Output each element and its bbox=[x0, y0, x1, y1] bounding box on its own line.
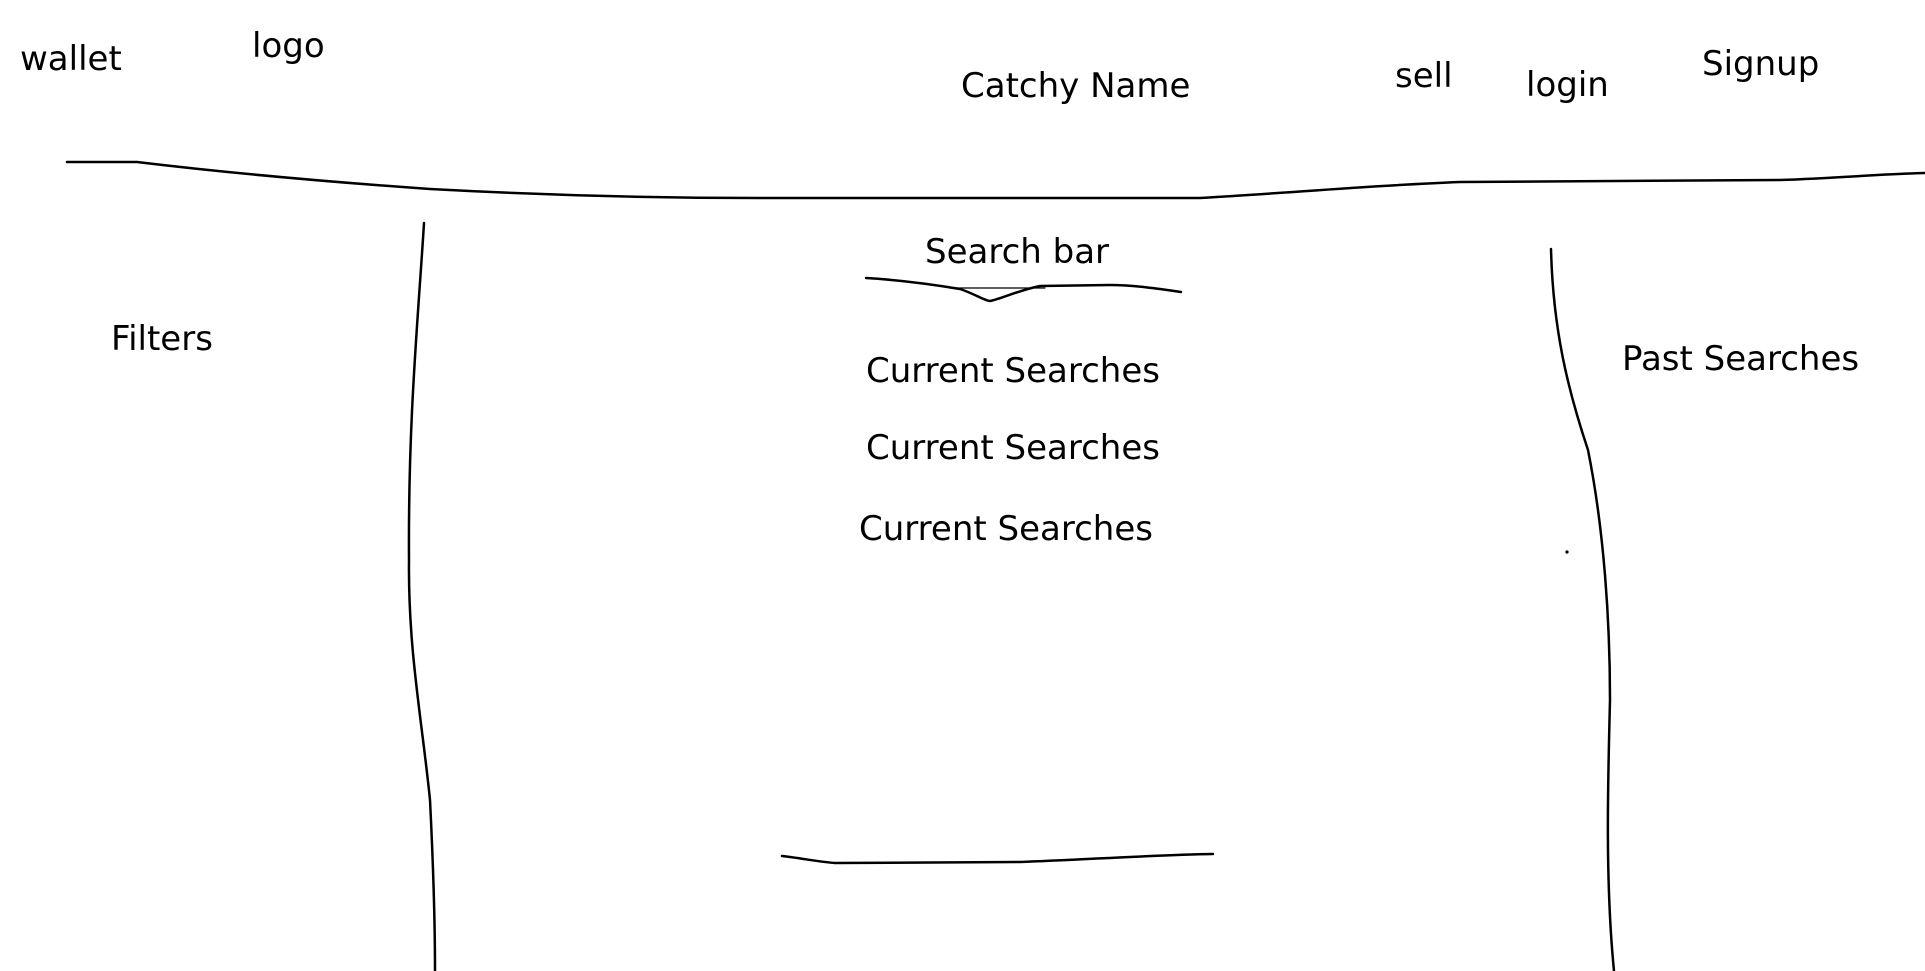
sell-link[interactable]: sell bbox=[1395, 56, 1453, 96]
current-search-item[interactable]: Current Searches bbox=[859, 509, 1153, 549]
search-bar[interactable]: Search bar bbox=[925, 232, 1110, 272]
signup-link[interactable]: Signup bbox=[1702, 44, 1820, 84]
current-search-item[interactable]: Current Searches bbox=[866, 351, 1160, 391]
past-searches-label[interactable]: Past Searches bbox=[1622, 339, 1860, 379]
site-title: Catchy Name bbox=[961, 66, 1191, 106]
stray-dot bbox=[1565, 550, 1569, 554]
left-sidebar-divider bbox=[407, 221, 437, 971]
search-bar-underline bbox=[864, 276, 1183, 303]
wallet-link[interactable]: wallet bbox=[20, 39, 122, 79]
login-link[interactable]: login bbox=[1526, 65, 1609, 105]
results-bottom-line bbox=[780, 852, 1215, 865]
header-divider bbox=[65, 160, 1925, 200]
filters-label[interactable]: Filters bbox=[111, 319, 213, 359]
current-search-item[interactable]: Current Searches bbox=[866, 428, 1160, 468]
right-sidebar-divider bbox=[1549, 247, 1616, 971]
logo[interactable]: logo bbox=[252, 26, 325, 66]
